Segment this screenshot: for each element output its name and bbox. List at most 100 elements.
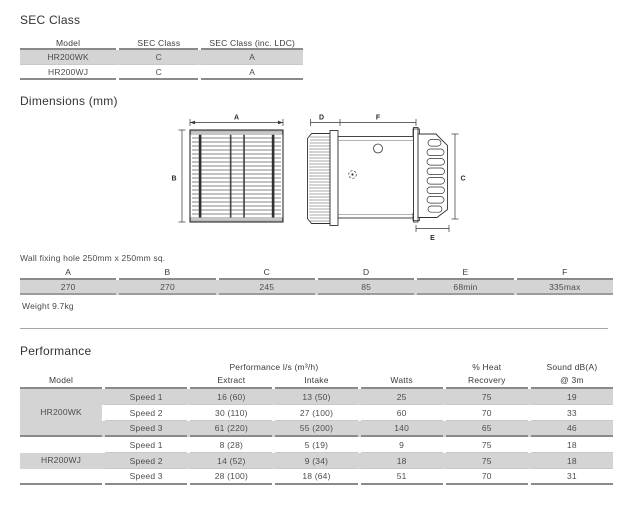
side-view-drawing [307, 119, 459, 232]
perf-group-hr200wj: HR200WJ Speed 1 8 (28) 5 (19) 9 75 18 Sp… [20, 437, 613, 485]
cell-sound: 18 [530, 453, 613, 469]
cell-heat: 75 [445, 437, 528, 453]
perf-group-hr200wk: HR200WK Speed 1 16 (60) 13 (50) 25 75 19… [20, 389, 613, 437]
sec-class-table: Model SEC Class SEC Class (inc. LDC) HR2… [20, 38, 303, 80]
cell-watts: 9 [360, 437, 443, 453]
perf-col-model: Model [20, 374, 103, 389]
dimensions-title: Dimensions (mm) [20, 94, 118, 108]
dim-col-d: D [317, 266, 415, 280]
performance-table: HR200WK Speed 1 16 (60) 13 (50) 25 75 19… [20, 389, 613, 485]
perf-col-sound-line2: @ 3m [530, 374, 613, 389]
table-row: HR200WJ C A [20, 65, 303, 80]
perf-col-extract: Extract [190, 374, 273, 389]
dim-label-a: A [234, 115, 239, 122]
cell-intake: 55 (200) [275, 421, 358, 437]
weight-note: Weight 9.7kg [22, 301, 74, 311]
cell-speed: Speed 1 [105, 437, 188, 453]
cell-heat: 70 [445, 405, 528, 421]
cell-watts: 18 [360, 453, 443, 469]
cell-extract: 16 (60) [190, 389, 273, 405]
cell-model: HR200WJ [20, 65, 117, 80]
dim-col-f: F [516, 266, 613, 280]
row-shading [20, 453, 613, 469]
performance-title: Performance [20, 344, 92, 358]
perf-col-heat-line2: Recovery [445, 374, 528, 389]
cell-speed: Speed 3 [105, 421, 188, 437]
cell-heat: 65 [445, 421, 528, 437]
cell-dim-b: 270 [119, 280, 216, 295]
perf-col-flow-group: Performance l/s (m³/h) [229, 362, 319, 372]
cell-dim-c: 245 [218, 280, 315, 295]
cell-intake: 5 (19) [275, 437, 358, 453]
cell-extract: 61 (220) [190, 421, 273, 437]
cell-dim-d: 85 [317, 280, 415, 295]
dim-label-b: B [171, 176, 176, 183]
cell-watts: 60 [360, 405, 443, 421]
cell-sound: 46 [530, 421, 613, 437]
perf-col-intake: Intake [275, 374, 358, 389]
dim-col-c: C [218, 266, 315, 280]
cell-intake: 18 (64) [275, 469, 358, 485]
sec-col-model: Model [20, 38, 117, 50]
wall-fixing-note: Wall fixing hole 250mm x 250mm sq. [20, 253, 166, 263]
cell-extract: 8 (28) [190, 437, 273, 453]
dim-label-c: C [460, 176, 465, 183]
cell-sound: 18 [530, 437, 613, 453]
cell-model: HR200WJ [20, 437, 103, 485]
cell-speed: Speed 2 [105, 453, 188, 469]
front-view-drawing [178, 119, 284, 223]
sec-col-sec-class-ldc: SEC Class (inc. LDC) [201, 38, 303, 50]
dimensions-header-row: A B C D E F [20, 266, 613, 280]
table-row: HR200WK C A [20, 50, 303, 65]
cell-speed: Speed 1 [105, 389, 188, 405]
row-shading [20, 389, 613, 405]
cell-watts: 51 [360, 469, 443, 485]
dimension-labels: A B D F C E [171, 115, 465, 243]
sec-col-sec-class: SEC Class [119, 38, 199, 50]
cell-heat: 75 [445, 453, 528, 469]
cell-sec-class-ldc: A [201, 50, 303, 65]
row-shading [20, 421, 613, 437]
sec-class-header-row: Model SEC Class SEC Class (inc. LDC) [20, 38, 303, 50]
cell-intake: 9 (34) [275, 453, 358, 469]
cell-extract: 28 (100) [190, 469, 273, 485]
cell-extract: 30 (110) [190, 405, 273, 421]
perf-col-sound-line1: Sound dB(A) [546, 362, 598, 372]
cell-sound: 19 [530, 389, 613, 405]
cell-model: HR200WK [20, 389, 103, 437]
perf-col-speed [105, 374, 188, 389]
dimensions-table: A B C D E F 270 270 245 85 68min 335max [20, 266, 613, 295]
cell-heat: 70 [445, 469, 528, 485]
dim-label-e: E [430, 235, 435, 242]
dimensions-drawing: A B D F C E [171, 115, 465, 243]
dim-col-b: B [119, 266, 216, 280]
cell-sec-class: C [119, 65, 199, 80]
perf-col-watts: Watts [360, 374, 443, 389]
cell-dim-e: 68min [417, 280, 514, 295]
sec-class-title: SEC Class [20, 13, 81, 27]
dim-label-d: D [319, 115, 324, 122]
dim-col-e: E [417, 266, 514, 280]
cell-watts: 25 [360, 389, 443, 405]
cell-sound: 33 [530, 405, 613, 421]
performance-header: Performance l/s (m³/h) % Heat Sound dB(A… [20, 361, 613, 389]
dim-label-f: F [376, 115, 381, 122]
perf-col-heat-line1: % Heat [472, 362, 502, 372]
cell-dim-f: 335max [516, 280, 613, 295]
section-divider [20, 328, 608, 329]
table-row: 270 270 245 85 68min 335max [20, 280, 613, 295]
cell-model: HR200WK [20, 50, 117, 65]
cell-dim-a: 270 [20, 280, 117, 295]
cell-sec-class: C [119, 50, 199, 65]
cell-intake: 27 (100) [275, 405, 358, 421]
cell-extract: 14 (52) [190, 453, 273, 469]
cell-watts: 140 [360, 421, 443, 437]
cell-sound: 31 [530, 469, 613, 485]
dim-col-a: A [20, 266, 117, 280]
cell-heat: 75 [445, 389, 528, 405]
cell-speed: Speed 2 [105, 405, 188, 421]
cell-sec-class-ldc: A [201, 65, 303, 80]
cell-intake: 13 (50) [275, 389, 358, 405]
cell-speed: Speed 3 [105, 469, 188, 485]
